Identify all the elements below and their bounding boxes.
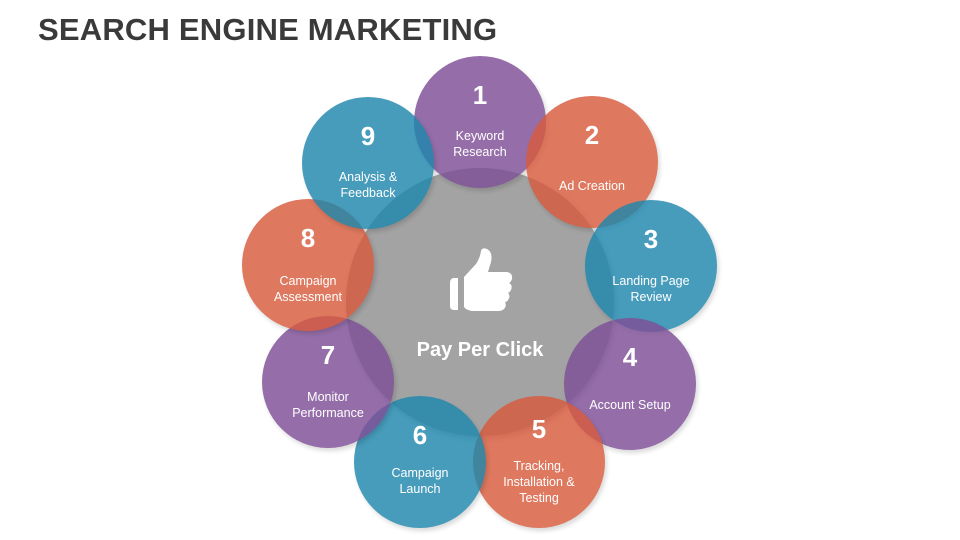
step-label: Monitor Performance (292, 390, 364, 420)
step-number: 3 (643, 224, 659, 254)
step-number: 5 (531, 414, 547, 444)
step-label: Analysis & Feedback (338, 170, 398, 200)
step-2: 2 Ad Creation (526, 96, 658, 228)
center-label: Pay Per Click (416, 339, 544, 361)
step-label: Landing Page Review (612, 274, 690, 304)
step-3: 3 Landing Page Review (585, 200, 717, 332)
step-7: 7 Monitor Performance (262, 316, 394, 448)
step-number: 6 (412, 420, 428, 450)
step-circle-7 (262, 316, 394, 448)
step-label: Tracking, Installation & Testing (503, 459, 575, 505)
step-circle-1 (414, 56, 546, 188)
step-6: 6 Campaign Launch (354, 396, 486, 528)
step-label: Campaign Assessment (273, 274, 343, 304)
step-5: 5 Tracking, Installation & Testing (473, 396, 605, 528)
step-label: Ad Creation (558, 179, 625, 193)
step-label: Campaign Launch (391, 466, 449, 496)
step-4: 4 Account Setup (564, 318, 696, 450)
step-circle-9 (302, 97, 434, 229)
step-label: Keyword Research (453, 129, 507, 159)
step-circle-3 (585, 200, 717, 332)
step-number: 2 (584, 120, 600, 150)
step-1: 1 Keyword Research (414, 56, 546, 188)
page-title: SEARCH ENGINE MARKETING (38, 12, 498, 47)
step-circle-5 (473, 396, 605, 528)
step-number: 9 (360, 121, 376, 151)
step-number: 4 (622, 342, 638, 372)
step-number: 1 (472, 80, 488, 110)
step-number: 8 (300, 223, 316, 253)
step-9: 9 Analysis & Feedback (302, 97, 434, 229)
step-label: Account Setup (589, 398, 671, 412)
step-8: 8 Campaign Assessment (242, 199, 374, 331)
thumbs-up-icon (450, 248, 513, 311)
step-number: 7 (320, 340, 336, 370)
